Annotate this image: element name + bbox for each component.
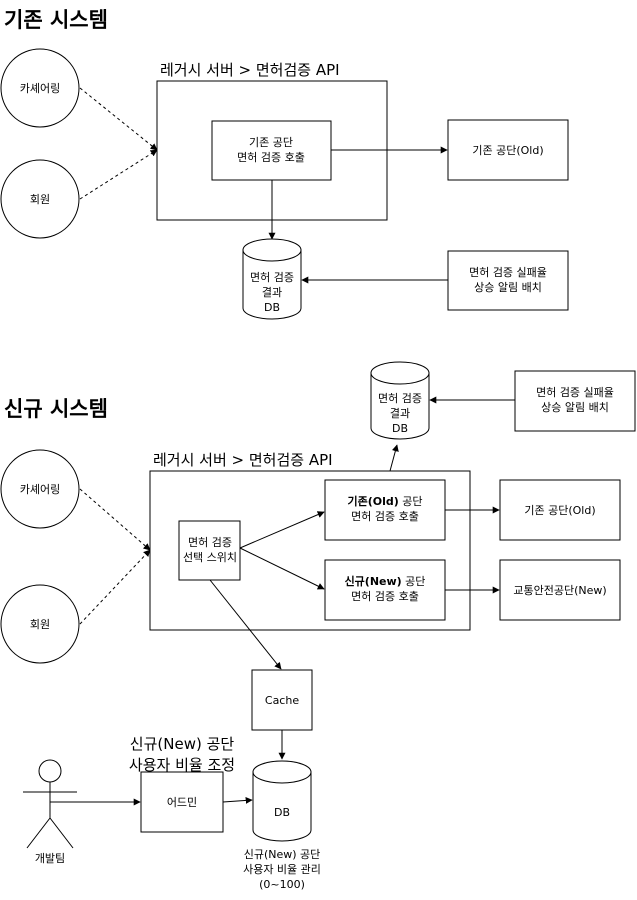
- new-call-box: [324, 559, 446, 621]
- new-provider-box: [499, 559, 621, 621]
- legacy-carsharing-arrow: [79, 87, 158, 151]
- switch-to-old-arrow: [239, 511, 325, 549]
- legacy-db-line3: DB: [264, 301, 280, 314]
- switch-line1: 면허 검증: [188, 536, 232, 549]
- new-call-bold: 신규(New): [345, 574, 402, 588]
- legacy-member-arrow: [79, 149, 158, 200]
- legacy-batch-line2: 상승 알림 배치: [474, 280, 542, 294]
- legacy-db-line2: 결과: [262, 286, 282, 299]
- new-provider-label: 교통안전공단(New): [513, 584, 606, 597]
- ratio-db-caption-3: (0~100): [259, 878, 305, 891]
- new-batch-box: [514, 370, 636, 432]
- cache-box: [251, 669, 313, 731]
- ratio-db-caption-1: 신규(New) 공단: [244, 848, 321, 861]
- admin-caption-2: 사용자 비율 조정: [129, 756, 235, 774]
- legacy-call-line1: 기존 공단: [249, 136, 293, 149]
- selection-switch-box: [178, 520, 241, 581]
- admin-caption-1: 신규(New) 공단: [130, 735, 235, 753]
- dev-team-label: 개발팀: [35, 852, 65, 865]
- new-section-title: 신규 시스템: [4, 397, 108, 421]
- old-call-box: [324, 479, 446, 541]
- new-member-label: 회원: [30, 618, 50, 631]
- new-carsharing-label: 카셰어링: [20, 483, 60, 496]
- legacy-db-line1: 면허 검증: [250, 271, 294, 284]
- new-result-db-line1: 면허 검증: [378, 392, 422, 405]
- legacy-call-line2: 면허 검증 호출: [237, 151, 305, 164]
- legacy-provider-box: [447, 119, 569, 181]
- new-carsharing-arrow: [79, 488, 151, 551]
- new-call-rest: 공단: [402, 575, 426, 588]
- legacy-member-label: 회원: [30, 193, 50, 206]
- old-call-line2: 면허 검증 호출: [351, 510, 419, 523]
- cache-label: Cache: [265, 694, 299, 707]
- legacy-batch-line1: 면허 검증 실패율: [469, 266, 547, 279]
- old-call-bold: 기존(Old): [347, 494, 398, 508]
- legacy-section-title: 기존 시스템: [4, 8, 108, 32]
- ratio-db-caption-2: 사용자 비율 관리: [243, 863, 321, 876]
- ratio-db: [252, 760, 312, 842]
- old-call-rest: 공단: [399, 495, 423, 508]
- legacy-member-actor: [0, 159, 80, 239]
- new-result-db-line2: 결과: [390, 407, 410, 420]
- new-result-db-line3: DB: [392, 422, 408, 435]
- new-server-label: 레거시 서버 > 면허검증 API: [153, 451, 333, 469]
- dev-team-actor-icon: [23, 759, 77, 849]
- legacy-server-label: 레거시 서버 > 면허검증 API: [160, 61, 340, 79]
- legacy-carsharing-label: 카셰어링: [20, 82, 60, 95]
- switch-to-new-arrow: [239, 547, 325, 590]
- new-server-to-result-db-arrow: [389, 444, 399, 472]
- new-batch-line2: 상승 알림 배치: [541, 400, 609, 414]
- new-call-line2: 면허 검증 호출: [351, 590, 419, 603]
- ratio-db-label: DB: [274, 806, 290, 819]
- new-member-arrow: [79, 549, 151, 625]
- new-old-provider-box: [499, 479, 621, 541]
- new-old-provider-label: 기존 공단(Old): [524, 504, 595, 517]
- admin-label: 어드민: [167, 796, 197, 809]
- admin-to-db-arrow: [222, 796, 253, 804]
- switch-to-cache-arrow: [209, 579, 282, 670]
- admin-box: [140, 771, 224, 833]
- legacy-result-db: [242, 238, 302, 320]
- new-carsharing-actor: [0, 449, 80, 529]
- new-batch-line1: 면허 검증 실패율: [536, 386, 614, 399]
- legacy-provider-label: 기존 공단(Old): [472, 144, 543, 157]
- legacy-batch-box: [447, 250, 569, 311]
- legacy-call-box: [211, 120, 332, 181]
- new-member-actor: [0, 584, 80, 664]
- new-call-line1: 신규(New) 공단: [345, 574, 426, 588]
- new-result-db: [370, 361, 430, 440]
- switch-line2: 선택 스위치: [183, 551, 237, 564]
- legacy-carsharing-actor: [0, 48, 80, 128]
- old-call-line1: 기존(Old) 공단: [347, 494, 422, 508]
